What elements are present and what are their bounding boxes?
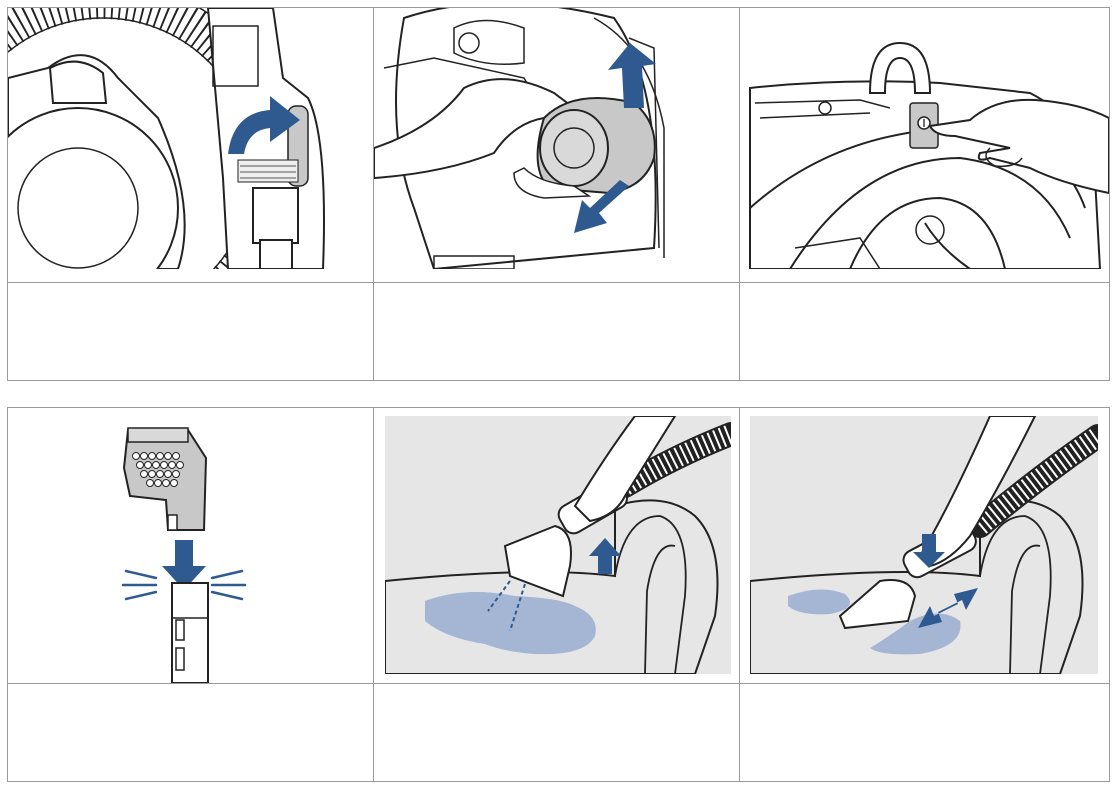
arrow-up-icon [589,538,621,574]
step-6-illustration [750,416,1098,674]
stain [425,592,596,655]
double-arrow-icon [918,588,978,628]
step-3-caption [740,283,1109,380]
step-3-illustration [740,8,1109,269]
step-5-caption [374,684,739,781]
step-4-illustration [8,408,373,683]
arrow-down-left-icon [574,180,629,233]
step-6-caption [740,684,1109,781]
step-2-illustration [374,8,739,269]
step-1-illustration [8,8,373,269]
stain [788,589,850,615]
step-5-illustration [385,416,731,674]
step-4-caption [8,684,373,781]
arrow-down-icon [913,534,945,568]
arrow-up-icon [608,43,656,108]
arrow-down-icon [162,540,206,590]
step-1-caption [8,283,373,380]
step-2-caption [374,283,739,380]
rotate-arrow-icon [228,96,300,154]
